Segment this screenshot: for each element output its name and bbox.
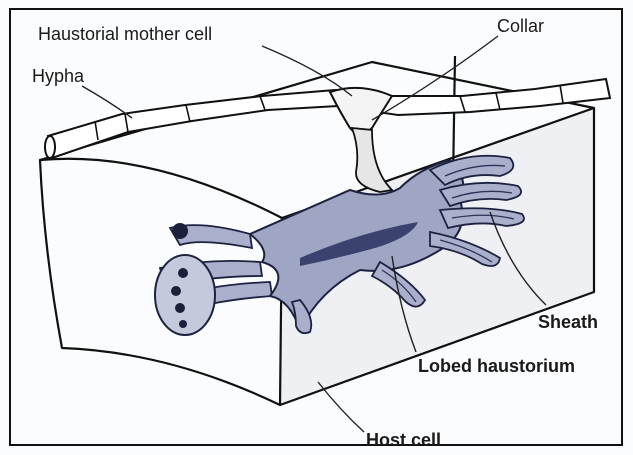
label-hypha: Hypha bbox=[32, 66, 85, 86]
label-host-cell: Host cell bbox=[366, 430, 441, 450]
label-collar: Collar bbox=[497, 16, 544, 36]
haustorial-mother-cell bbox=[330, 88, 392, 192]
label-sheath: Sheath bbox=[538, 312, 598, 332]
label-lobed-haustorium: Lobed haustorium bbox=[418, 356, 575, 376]
label-haustorial-mother-cell: Haustorial mother cell bbox=[38, 24, 212, 44]
